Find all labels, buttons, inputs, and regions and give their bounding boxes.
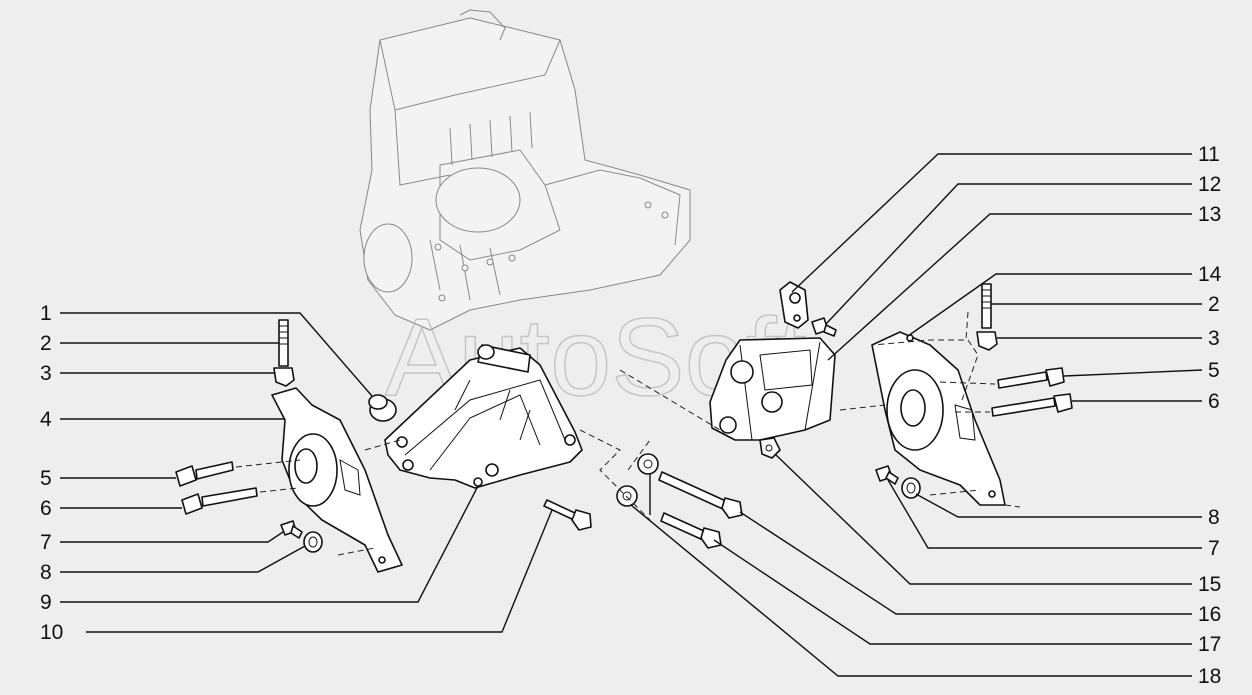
part-left-nut [273,367,295,387]
part-right-nut-top [976,331,998,351]
part-left-bolt-long [181,487,258,515]
part-right-small-bolt [811,317,837,337]
part-left-washer [303,531,323,553]
right-callouts: 11 12 13 14 2 3 5 6 8 7 15 16 17 18 [630,143,1222,688]
callout-number: 8 [1208,506,1220,529]
callout-number: 10 [40,621,63,644]
part-left-engine-bracket [384,344,583,489]
callout-number: 6 [40,497,52,520]
part-right-engine-bracket [709,337,836,441]
callout-number: 7 [1208,537,1220,560]
callout-number: 5 [1208,359,1220,382]
callout-number: 3 [40,362,52,385]
callout-number: 11 [1198,143,1220,166]
part-left-stud [278,319,289,367]
callout-number: 14 [1198,263,1222,286]
callout-number: 9 [40,591,52,614]
callout-number: 15 [1198,573,1221,596]
part-left-small-bolt [280,520,303,539]
part-right-nut [759,437,781,459]
part-center-bolt-long [658,471,743,519]
callout-number: 13 [1198,203,1221,226]
callout-number: 16 [1198,603,1221,626]
callout-number: 8 [40,561,52,584]
engine-gearbox-assembly [359,9,691,331]
callout-number: 1 [40,302,52,325]
part-left-bolt-short [175,461,234,487]
part-left-engine-mount [271,387,403,573]
part-right-plate [779,281,809,329]
part-right-washer [901,477,921,499]
callout-number: 2 [1208,293,1220,316]
callout-number: 2 [40,332,52,355]
part-right-bolt-long [991,393,1073,417]
part-right-stud [981,283,992,329]
part-bushing [368,394,397,422]
callout-number: 6 [1208,390,1220,413]
callout-number: 5 [40,467,52,490]
part-bracket-bolt [543,499,592,531]
left-callouts: 1 2 3 4 5 6 7 8 9 10 [40,302,553,644]
callout-number: 18 [1198,665,1221,688]
part-right-engine-mount [871,331,1006,506]
part-right-bolt-short [997,367,1065,389]
callout-number: 4 [40,408,52,431]
assembly-guide-lines [235,311,1021,556]
part-center-washer-lower [616,485,638,507]
callout-number: 7 [40,531,52,554]
callout-number: 3 [1208,327,1220,350]
part-center-bolt-short [660,512,722,549]
part-center-washer-upper [637,453,659,475]
part-right-small-bolt-lower [875,465,899,485]
callout-number: 17 [1198,633,1221,656]
callout-number: 12 [1198,173,1221,196]
